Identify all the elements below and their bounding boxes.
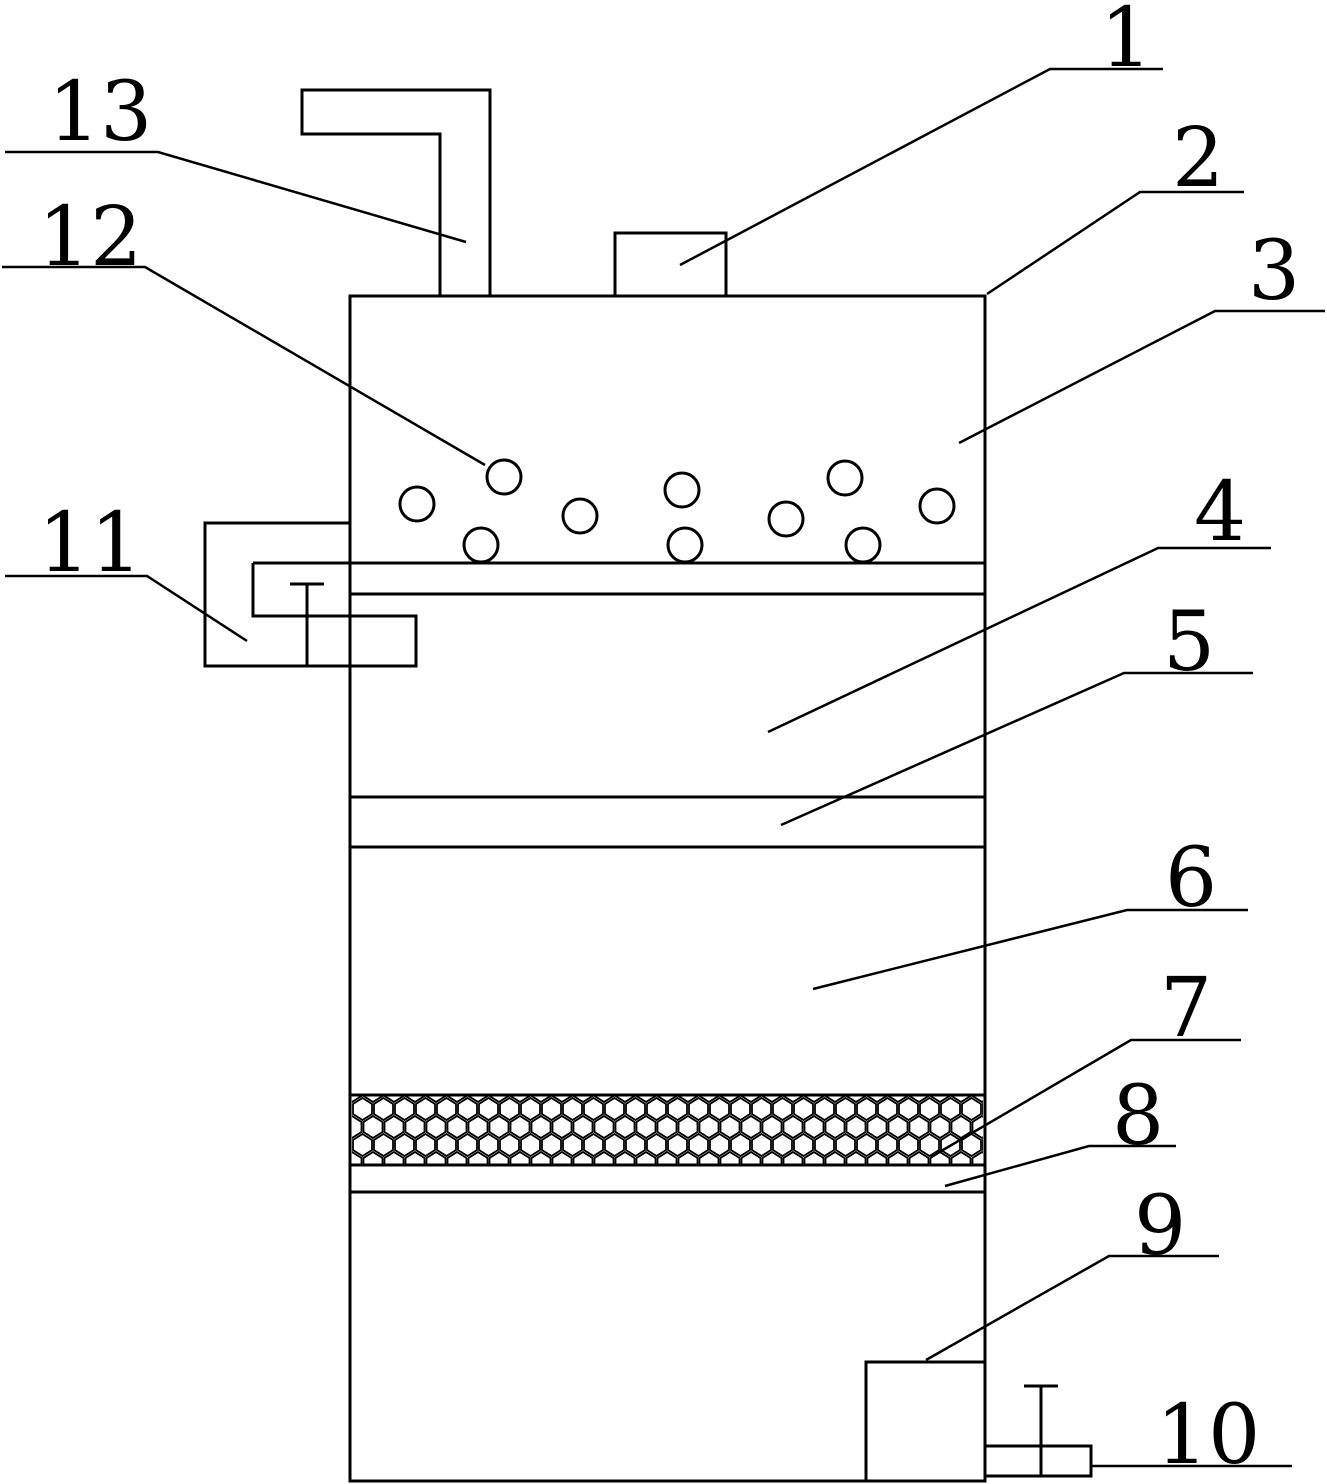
- label-6: 6: [1165, 831, 1217, 926]
- ball: [561, 497, 599, 535]
- balls-group: [398, 458, 956, 564]
- label-5: 5: [1163, 595, 1215, 690]
- leader-5: [780, 671, 1253, 827]
- honeycomb-filter: [352, 1096, 983, 1164]
- label-7: 7: [1160, 961, 1212, 1056]
- ball: [485, 458, 523, 496]
- label-12: 12: [38, 190, 142, 285]
- label-1: 1: [1100, 0, 1152, 86]
- label-13: 13: [48, 65, 152, 160]
- bottom-box: [864, 1360, 987, 1483]
- leader-lines: [2, 67, 1325, 1468]
- top-inlet-box: [613, 231, 728, 298]
- outlet-pipe: [983, 1444, 1093, 1478]
- label-9: 9: [1134, 1179, 1186, 1274]
- label-11: 11: [38, 496, 142, 591]
- ball: [826, 459, 864, 497]
- exhaust-pipe: [300, 88, 492, 296]
- ball: [462, 526, 500, 564]
- leader-13: [5, 150, 467, 244]
- leader-7: [930, 1038, 1241, 1159]
- leader-3: [958, 309, 1325, 445]
- number-labels: 1 2 3 4 5 6 7 8 9 10 11 12 13: [38, 0, 1300, 1483]
- leader-9: [925, 1254, 1219, 1362]
- label-3: 3: [1248, 224, 1300, 319]
- leader-12: [2, 265, 486, 467]
- ball: [918, 487, 956, 525]
- leader-1: [679, 67, 1163, 267]
- side-pipe: [251, 563, 418, 668]
- leader-4: [767, 546, 1271, 734]
- ball: [844, 526, 882, 564]
- leader-8: [944, 1144, 1176, 1188]
- label-8: 8: [1112, 1069, 1164, 1164]
- label-2: 2: [1172, 111, 1224, 206]
- label-10: 10: [1156, 1388, 1260, 1483]
- tank-body: [348, 294, 987, 1483]
- leader-11: [5, 574, 248, 643]
- ball: [767, 500, 805, 538]
- ball: [398, 485, 436, 523]
- leader-6: [812, 908, 1248, 991]
- ball: [663, 471, 701, 509]
- leader-2: [986, 190, 1244, 296]
- label-4: 4: [1194, 465, 1246, 560]
- side-box: [203, 521, 350, 668]
- ball: [666, 526, 704, 564]
